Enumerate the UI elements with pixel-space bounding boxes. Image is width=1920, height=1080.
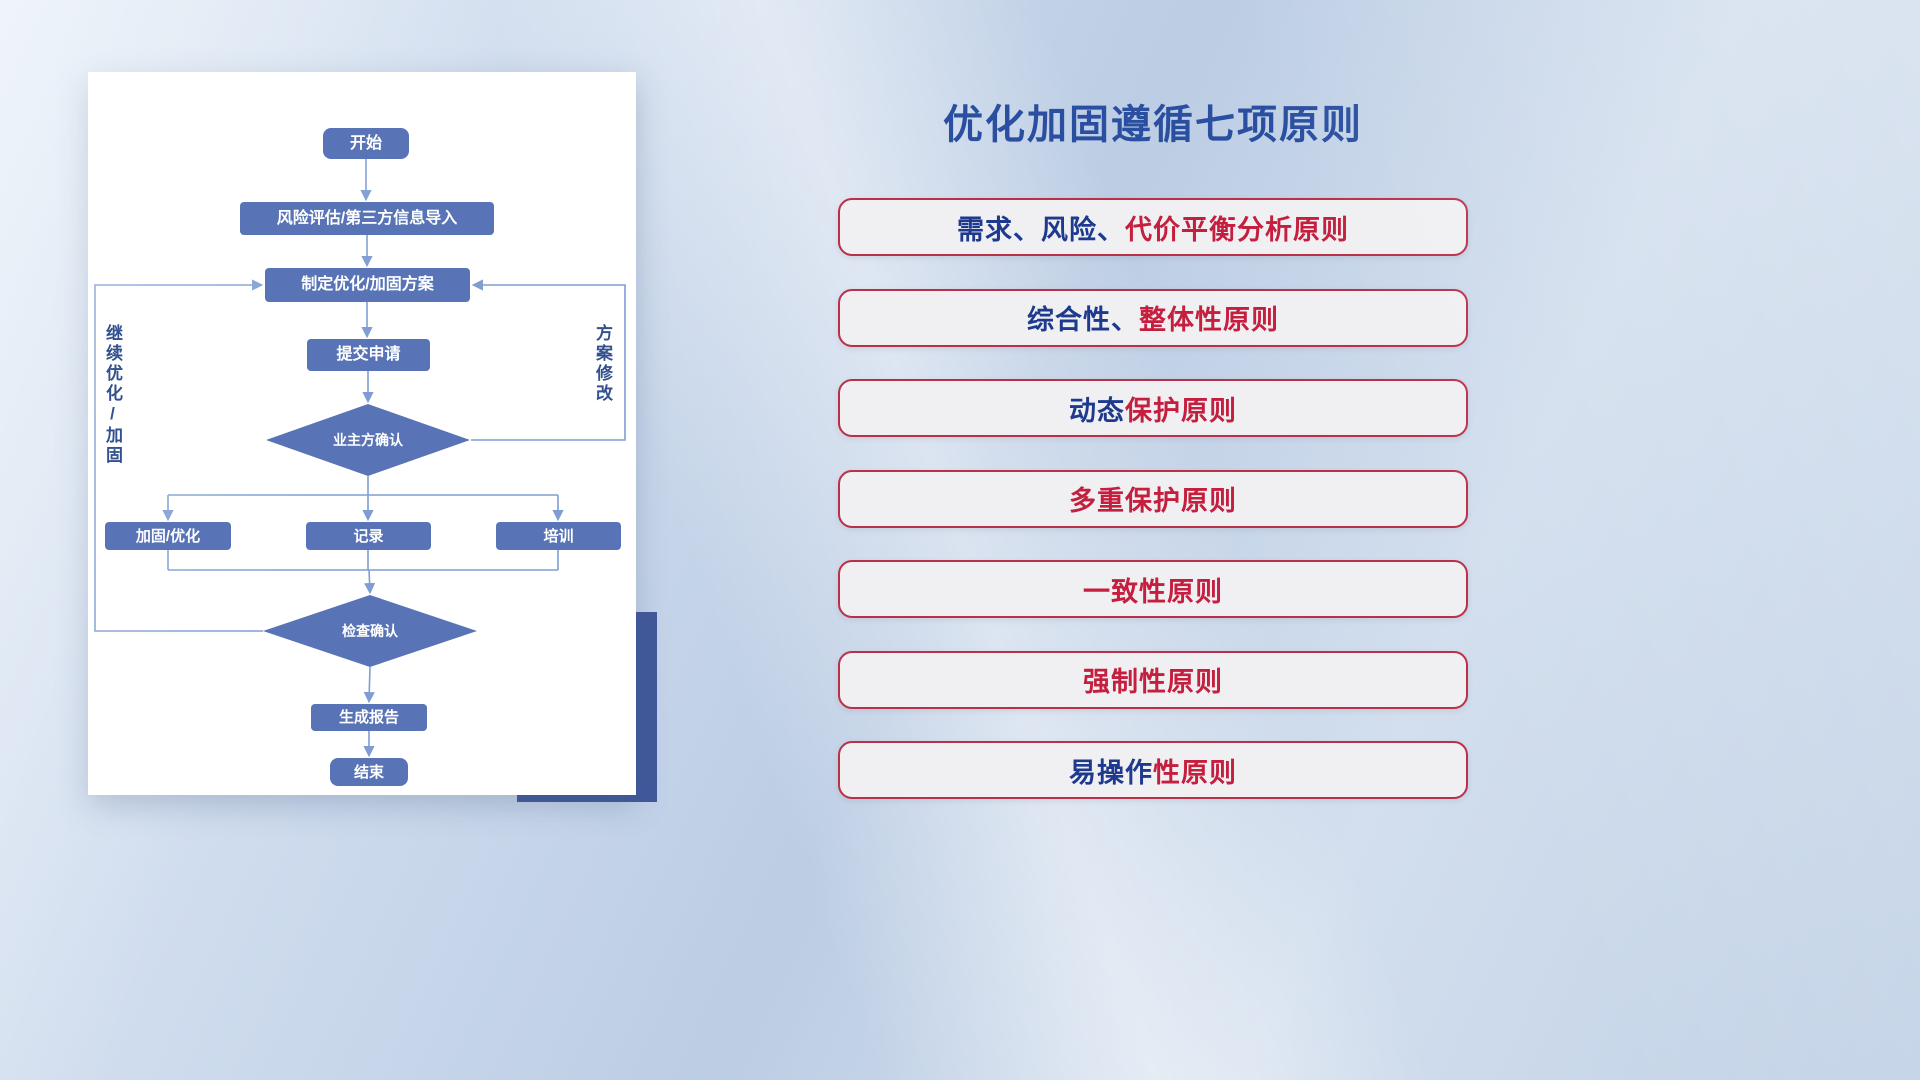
- principle-text-segment: 整体性原则: [1139, 305, 1279, 335]
- principle-pill: 需求、风险、代价平衡分析原则: [838, 198, 1468, 256]
- principle-text-segment: 代价平衡分析原则: [1125, 214, 1349, 245]
- principle-text-segment: 强制性原则: [1083, 667, 1223, 697]
- flow-node-record: 记录: [306, 522, 431, 550]
- flowchart-card: 开始 风险评估/第三方信息导入 制定优化/加固方案 提交申请 业主方确认 加固/…: [88, 72, 636, 795]
- principle-text-segment: 综合性、: [1027, 305, 1139, 335]
- principle-text-segment: 需求、风险、: [957, 214, 1125, 245]
- principle-text-segment: 动态: [1069, 395, 1125, 426]
- principle-pill: 动态保护原则: [838, 379, 1468, 437]
- principles-list: 需求、风险、代价平衡分析原则 综合性、整体性原则 动态保护原则 多重保护原则 一…: [838, 198, 1468, 799]
- flow-node-reinforce: 加固/优化: [105, 522, 231, 550]
- flow-node-risk-import: 风险评估/第三方信息导入: [240, 202, 494, 235]
- flow-node-submit: 提交申请: [307, 339, 430, 371]
- page-title: 优化加固遵循七项原则: [943, 103, 1363, 147]
- principle-text-segment: 性原则: [1153, 757, 1237, 788]
- flow-node-check-confirm: 检查确认: [263, 595, 477, 667]
- flow-node-end: 结束: [330, 758, 408, 786]
- principle-text-segment: 一致性原则: [1083, 576, 1223, 607]
- flow-node-owner-confirm: 业主方确认: [266, 404, 470, 476]
- principle-pill: 一致性原则: [838, 560, 1468, 618]
- flow-node-make-plan: 制定优化/加固方案: [265, 268, 470, 302]
- principle-pill: 综合性、整体性原则: [838, 288, 1468, 347]
- flow-loop-label-left: 继续优化/加固: [103, 324, 122, 466]
- flow-node-training: 培训: [496, 522, 621, 550]
- flow-node-start: 开始: [323, 128, 409, 159]
- flow-loop-label-right: 方案修改: [593, 324, 612, 404]
- principle-pill: 易操作性原则: [838, 741, 1468, 799]
- principle-text-segment: 多重保护原则: [1069, 486, 1237, 516]
- principle-pill: 强制性原则: [838, 650, 1468, 709]
- flow-node-report: 生成报告: [311, 704, 427, 731]
- principle-text-segment: 保护原则: [1125, 395, 1237, 426]
- principle-text-segment: 易操作: [1069, 757, 1153, 788]
- principle-pill: 多重保护原则: [838, 469, 1468, 528]
